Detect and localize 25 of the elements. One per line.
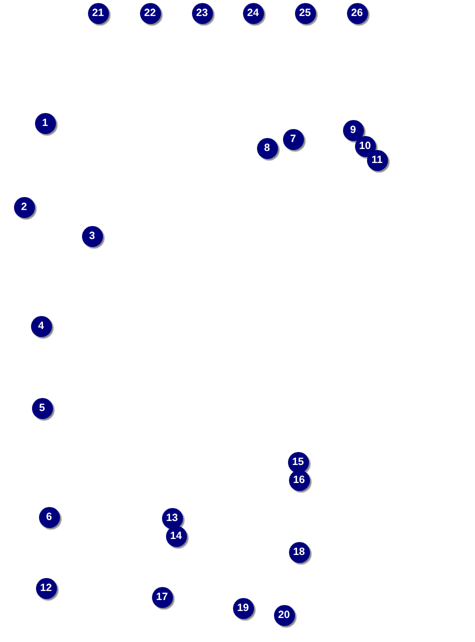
callout-number: 20 — [274, 604, 294, 626]
callout-number: 24 — [242, 2, 264, 24]
callout-number: 5 — [32, 398, 52, 418]
callout-number: 15 — [288, 452, 308, 472]
callout-number: 17 — [152, 586, 172, 608]
callout-number: 18 — [288, 542, 310, 562]
callout-number: 2 — [14, 196, 34, 218]
callout-number: 13 — [162, 508, 182, 528]
callout-number: 23 — [192, 2, 212, 24]
callout-number: 26 — [346, 2, 368, 24]
callout-number: 6 — [38, 506, 60, 528]
callout-number: 9 — [342, 120, 364, 140]
callout-number: 12 — [36, 578, 56, 598]
callout-number: 8 — [256, 138, 278, 158]
callout-number: 16 — [288, 470, 310, 490]
callout-number: 11 — [366, 150, 388, 170]
callout-number: 4 — [30, 316, 52, 336]
callout-number: 1 — [34, 112, 56, 134]
callout-number: 14 — [166, 526, 186, 546]
callout-number: 3 — [82, 226, 102, 246]
callout-number: 7 — [282, 128, 304, 150]
callout-number: 21 — [88, 2, 108, 24]
callout-number: 19 — [232, 598, 254, 618]
callout-number: 25 — [294, 2, 316, 24]
callout-number: 22 — [140, 2, 160, 24]
